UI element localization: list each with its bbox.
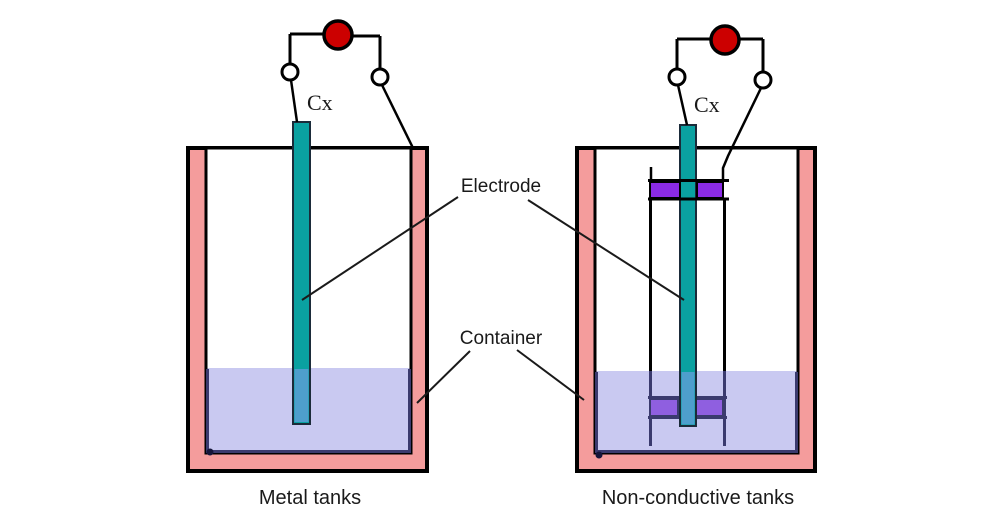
cx-label-left: Cx [307, 90, 333, 115]
terminal-icon [667, 67, 687, 87]
non-conductive-tank-electrode-submerged [681, 372, 695, 425]
caption-metal-tanks: Metal tanks [259, 487, 361, 509]
terminal-icon [753, 70, 773, 90]
insulator-block-submerged [649, 398, 679, 417]
container-pointer-line-left [416, 350, 471, 404]
container-label: Container [460, 328, 543, 349]
electrode-pointer-line-left [301, 196, 459, 301]
terminal-icon [370, 67, 390, 87]
insulator-block [649, 181, 681, 199]
terminal-icon [280, 62, 300, 82]
metal-tank-electrode-submerged [294, 369, 309, 422]
wire-to-tank-wall [380, 84, 415, 149]
capacitance-meter-icon [709, 24, 741, 56]
electrode-label: Electrode [461, 176, 541, 197]
wire-to-reference-tube [721, 87, 763, 180]
caption-non-conductive-tanks: Non-conductive tanks [602, 487, 794, 509]
electrode-pointer-line-right [527, 199, 685, 301]
wire-to-electrode [676, 84, 689, 126]
tank-corner-dot [206, 448, 214, 456]
reference-tube [649, 200, 726, 446]
metal-tank-circuit: Cx [280, 19, 415, 149]
metal-tank-diagram: Cx [186, 19, 429, 473]
container-pointer-line-right [516, 349, 585, 401]
top-insulator-assembly [648, 167, 729, 201]
tank-corner-dot [595, 451, 603, 459]
wire-to-electrode [289, 79, 299, 123]
insulator-block-submerged [695, 398, 724, 417]
cx-label-right: Cx [694, 92, 720, 117]
non-conductive-tank-circuit: Cx [667, 24, 773, 180]
callouts: Electrode Container [301, 176, 685, 404]
insulator-block [696, 181, 724, 199]
capacitance-meter-icon [322, 19, 354, 51]
non-conductive-tank-diagram: Cx [575, 24, 817, 473]
metal-tank-electrode [292, 121, 311, 425]
